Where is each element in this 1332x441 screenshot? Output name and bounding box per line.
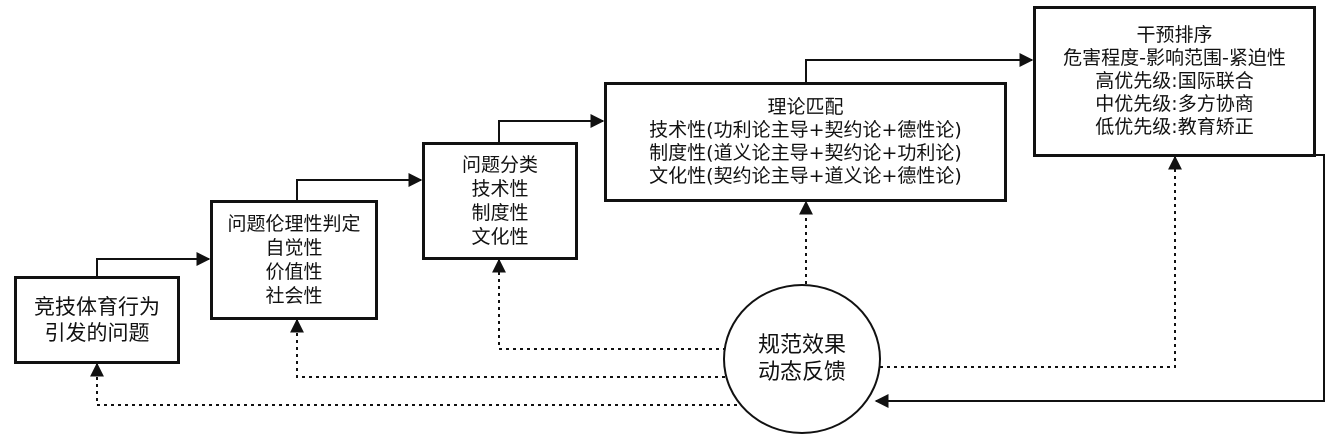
node-theory-line-1: 理论匹配	[767, 96, 844, 118]
arrow-theory-to-priority	[805, 53, 1034, 82]
node-priority-line-2: 危害程度-影响范围-紧迫性	[1063, 47, 1286, 69]
node-classify-line-1: 问题分类	[461, 154, 538, 176]
arrow-priority-to-feedback	[874, 154, 1325, 408]
node-priority-line-1: 干预排序	[1136, 24, 1213, 46]
node-problem-line-1: 竞技体育行为	[34, 295, 160, 319]
node-classify-line-4: 文化性	[471, 226, 529, 248]
node-priority-line-5: 低优先级:教育矫正	[1095, 116, 1254, 138]
feedback-arrow-to-priority	[880, 155, 1182, 368]
feedback-arrow-to-problem	[90, 362, 744, 406]
arrow-ethics-to-classify	[296, 173, 423, 200]
feedback-arrow-to-ethics	[290, 318, 732, 378]
node-feedback-line-1: 规范效果	[757, 333, 846, 358]
node-problem-line-2: 引发的问题	[44, 321, 150, 345]
node-ethics: 问题伦理性判定 自觉性 价值性 社会性	[210, 200, 378, 320]
arrow-classify-to-theory	[498, 114, 605, 142]
node-ethics-line-4: 社会性	[265, 285, 323, 307]
arrow-problem-to-ethics	[96, 252, 211, 276]
feedback-arrow-to-classify	[492, 258, 726, 350]
node-ethics-line-3: 价值性	[265, 261, 323, 283]
node-classify-line-2: 技术性	[471, 178, 529, 200]
node-theory: 理论匹配 技术性(功利论主导+契约论+德性论) 制度性(道义论主导+契约论+功利…	[604, 82, 1007, 202]
node-priority: 干预排序 危害程度-影响范围-紧迫性 高优先级:国际联合 中优先级:多方协商 低…	[1033, 6, 1316, 157]
node-classify: 问题分类 技术性 制度性 文化性	[422, 142, 578, 260]
node-ethics-line-2: 自觉性	[265, 237, 323, 259]
node-problem: 竞技体育行为 引发的问题	[14, 276, 180, 364]
node-feedback: 规范效果 动态反馈	[723, 284, 881, 434]
node-theory-line-4: 文化性(契约论主导+道义论+德性论)	[649, 165, 962, 187]
node-ethics-line-1: 问题伦理性判定	[227, 213, 361, 235]
node-priority-line-4: 中优先级:多方协商	[1095, 93, 1254, 115]
node-feedback-line-2: 动态反馈	[757, 360, 846, 385]
node-theory-line-2: 技术性(功利论主导+契约论+德性论)	[649, 119, 962, 141]
node-classify-line-3: 制度性	[471, 202, 529, 224]
node-theory-line-3: 制度性(道义论主导+契约论+功利论)	[649, 142, 962, 164]
node-priority-line-3: 高优先级:国际联合	[1095, 70, 1254, 92]
